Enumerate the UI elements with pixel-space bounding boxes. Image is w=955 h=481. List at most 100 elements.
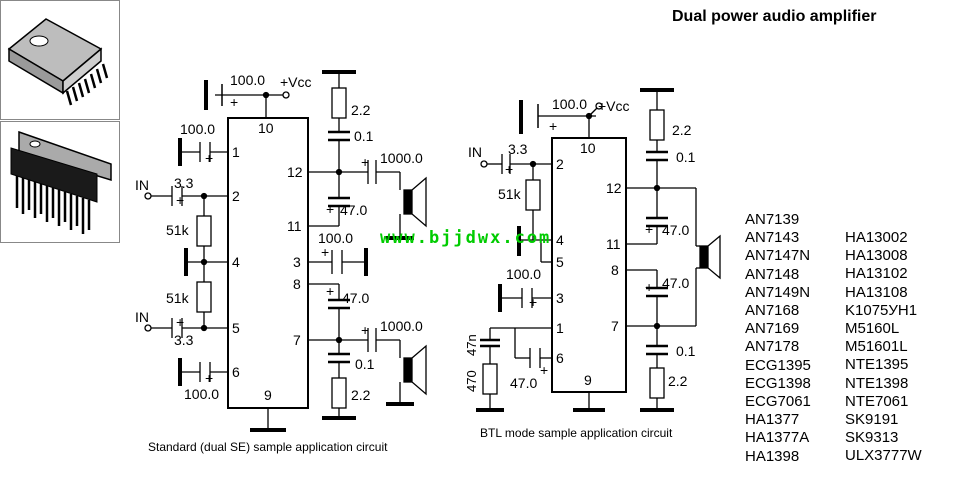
right-vcc-label: +Vcc (598, 98, 630, 114)
left-plus-c47-top: + (326, 201, 334, 217)
part-name: AN7168 (745, 302, 800, 320)
left-cin1-value: 3.3 (174, 175, 194, 191)
left-vcc-cap-value: 100.0 (230, 72, 265, 88)
part-name: AN7178 (745, 338, 800, 356)
left-cout-bot-value: 1000.0 (380, 318, 423, 334)
page-title: Dual power audio amplifier (672, 8, 877, 25)
left-r2-value: 51k (166, 290, 190, 306)
left-plus-cin1: + (176, 192, 184, 208)
right-pin-6: 6 (556, 350, 564, 366)
left-plus-c47-bot: + (326, 283, 334, 299)
left-pin-3: 3 (293, 254, 301, 270)
left-pin-9: 9 (264, 387, 272, 403)
part-name: NTE1395 (845, 356, 909, 374)
right-rtop-value: 2.2 (672, 122, 692, 138)
left-pin-11: 11 (287, 218, 302, 234)
left-pin-12: 12 (287, 164, 303, 180)
right-pin-4: 4 (556, 232, 564, 248)
left-plus-c6: + (205, 370, 213, 386)
right-plus-cin: + (505, 161, 513, 177)
part-name: HA1398 (745, 447, 800, 465)
right-pin-11: 11 (606, 236, 621, 252)
right-plus-c47-top: + (645, 221, 653, 237)
left-in2-label: IN (135, 309, 149, 325)
right-plus-c47-bot: + (645, 279, 653, 295)
left-pin-8: 8 (293, 276, 301, 292)
left-pin-2: 2 (232, 188, 240, 204)
part-name: AN7148 (745, 265, 800, 283)
left-c1-value: 100.0 (180, 121, 215, 137)
part-name: AN7143 (745, 229, 800, 247)
right-circuit-caption: BTL mode sample application circuit (480, 426, 673, 440)
right-plus-c6: + (540, 362, 548, 378)
left-cmid-value: 100.0 (318, 230, 353, 246)
left-rtop-value: 2.2 (351, 102, 371, 118)
left-cout-top-value: 1000.0 (380, 150, 423, 166)
right-c6-value: 47.0 (510, 375, 537, 391)
part-name: HA1377A (745, 429, 810, 447)
ic-package-top-image (0, 0, 120, 120)
right-vcc-cap-value: 100.0 (552, 96, 587, 112)
right-plus-vcc: + (549, 118, 557, 134)
right-pin-2: 2 (556, 156, 564, 172)
part-name: HA13102 (845, 265, 908, 283)
right-pin-1: 1 (556, 320, 564, 336)
left-ctop-value: 0.1 (354, 128, 374, 144)
left-pin-6: 6 (232, 364, 240, 380)
ic-top-drawing (7, 18, 109, 106)
part-name: AN7147N (745, 247, 811, 265)
part-name: M51601L (845, 338, 908, 356)
left-pin-1: 1 (232, 144, 240, 160)
left-r1-value: 51k (166, 222, 190, 238)
part-name: ULX3777W (845, 447, 922, 465)
right-r-value: 51k (498, 186, 522, 202)
right-c47-top-value: 47.0 (662, 222, 689, 238)
part-name: HA1377 (745, 411, 800, 429)
left-plus-cout-bot: + (361, 322, 369, 338)
compatible-parts-col2: HA13002 HA13008 HA13102 HA13108 K1075УH1… (845, 229, 922, 466)
right-pin-8: 8 (611, 262, 619, 278)
right-c3-value: 100.0 (506, 266, 541, 282)
part-name: ECG1398 (745, 374, 811, 392)
compatible-parts-col1: AN7139 AN7143 AN7147N AN7148 AN7149N AN7… (745, 211, 811, 466)
right-ctop-value: 0.1 (676, 149, 696, 165)
right-r470-value: 470 (464, 370, 479, 392)
left-plus-cin2: + (176, 314, 184, 330)
right-cbot-value: 0.1 (676, 343, 696, 359)
part-name: ECG7061 (745, 393, 811, 411)
right-pin-10: 10 (580, 140, 596, 156)
part-name: SK9313 (845, 429, 899, 447)
part-name: AN7149N (745, 283, 811, 301)
left-pin-4: 4 (232, 254, 240, 270)
right-pin-7: 7 (611, 318, 619, 334)
left-c47-top-value: 47.0 (340, 202, 367, 218)
left-c6-value: 100.0 (184, 386, 219, 402)
left-plus-c1: + (205, 150, 213, 166)
right-c47n-value: 47n (464, 334, 479, 356)
part-name: HA13108 (845, 283, 908, 301)
ic-package-side-image (0, 121, 120, 243)
left-cin2-value: 3.3 (174, 332, 194, 348)
part-name: ECG1395 (745, 356, 811, 374)
right-c47-bot-value: 47.0 (662, 275, 689, 291)
part-name: NTE1398 (845, 374, 909, 392)
right-rbot-value: 2.2 (668, 373, 688, 389)
part-name: SK9191 (845, 411, 899, 429)
right-in-label: IN (468, 144, 482, 160)
left-pin-5: 5 (232, 320, 240, 336)
left-cbot-value: 0.1 (355, 356, 375, 372)
part-name: HA13002 (845, 229, 908, 246)
right-cin-value: 3.3 (508, 141, 528, 157)
right-pin-12: 12 (606, 180, 622, 196)
left-pin-10: 10 (258, 120, 274, 136)
left-plus-cmid: + (321, 244, 329, 260)
part-name: K1075УH1 (845, 301, 918, 319)
part-name: M5160L (845, 320, 900, 338)
watermark-text: www.bjjdwx.com (380, 228, 552, 248)
left-rbot-value: 2.2 (351, 387, 371, 403)
left-plus-vcc: + (230, 94, 238, 110)
part-name: NTE7061 (845, 392, 909, 410)
left-vcc-label: +Vcc (280, 74, 312, 90)
left-in1-label: IN (135, 177, 149, 193)
